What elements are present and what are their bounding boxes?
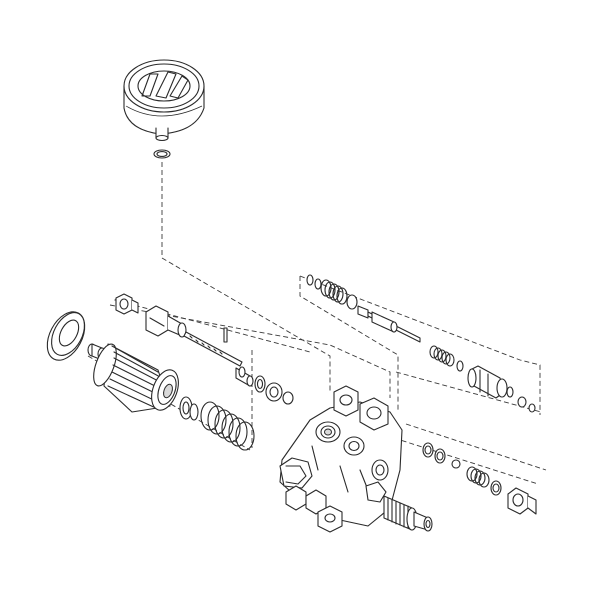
upper-small-spring bbox=[429, 345, 464, 372]
long-stem bbox=[183, 331, 243, 367]
pressure-gauge bbox=[123, 59, 205, 142]
valve-body-fitting bbox=[145, 305, 187, 338]
inlet-seal-ring bbox=[46, 311, 86, 361]
small-pin bbox=[223, 327, 228, 343]
outlet-threaded-fitting bbox=[383, 495, 433, 532]
gauge-o-ring bbox=[153, 149, 171, 159]
stem-o-ring bbox=[254, 375, 266, 393]
right-ball bbox=[451, 459, 461, 469]
upper-stem bbox=[346, 294, 421, 343]
right-seat bbox=[490, 480, 502, 496]
upper-washers bbox=[306, 274, 322, 290]
valve-seat bbox=[265, 382, 294, 405]
upper-seat-fitting bbox=[467, 365, 514, 399]
adapter-fitting bbox=[87, 343, 107, 361]
upper-spring bbox=[320, 279, 348, 305]
stem-collar bbox=[235, 366, 254, 387]
cap-washer bbox=[179, 396, 199, 421]
large-spring bbox=[200, 401, 255, 451]
right-o-rings bbox=[422, 442, 446, 464]
lock-nut bbox=[115, 293, 139, 315]
hex-plug bbox=[507, 487, 537, 515]
right-spring bbox=[466, 466, 490, 488]
upper-end-ring bbox=[517, 396, 536, 413]
manifold-body bbox=[279, 385, 403, 533]
finned-cap bbox=[93, 343, 179, 413]
